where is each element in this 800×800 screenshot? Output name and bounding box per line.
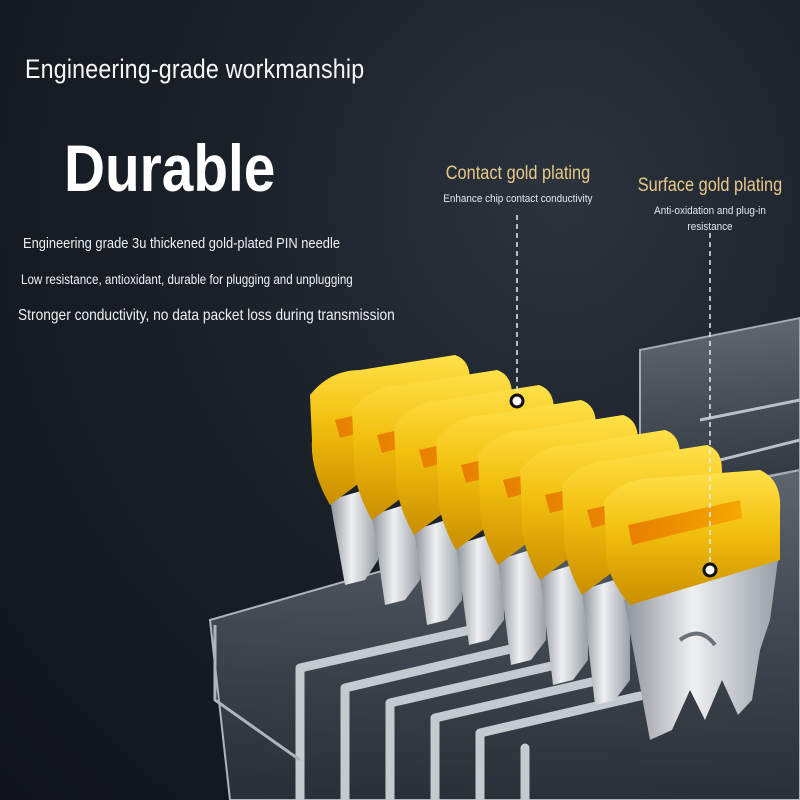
feature-text: Engineering grade 3u thickened gold-plat… xyxy=(23,235,341,252)
page-title: Durable xyxy=(64,131,276,205)
contact-plating-marker xyxy=(509,393,525,409)
callout-description: Enhance chip contact conductivity xyxy=(442,193,593,205)
feature-text: Low resistance, antioxidant, durable for… xyxy=(21,272,353,287)
headline: Engineering-grade workmanship xyxy=(25,54,365,84)
callout-description: Anti-oxidation and plug-in resistance xyxy=(654,205,766,233)
callout-surface-gold-plating: Surface gold plating Anti-oxidation and … xyxy=(625,175,795,235)
callout-title: Surface gold plating xyxy=(637,175,783,196)
surface-plating-marker xyxy=(702,562,718,578)
gold-plated-tips xyxy=(310,355,781,605)
callout-contact-gold-plating: Contact gold plating Enhance chip contac… xyxy=(420,163,615,207)
callout-leaders xyxy=(509,215,718,578)
callout-title: Contact gold plating xyxy=(445,163,590,184)
pin-bodies xyxy=(330,486,778,740)
feature-text: Stronger conductivity, no data packet lo… xyxy=(18,307,395,324)
